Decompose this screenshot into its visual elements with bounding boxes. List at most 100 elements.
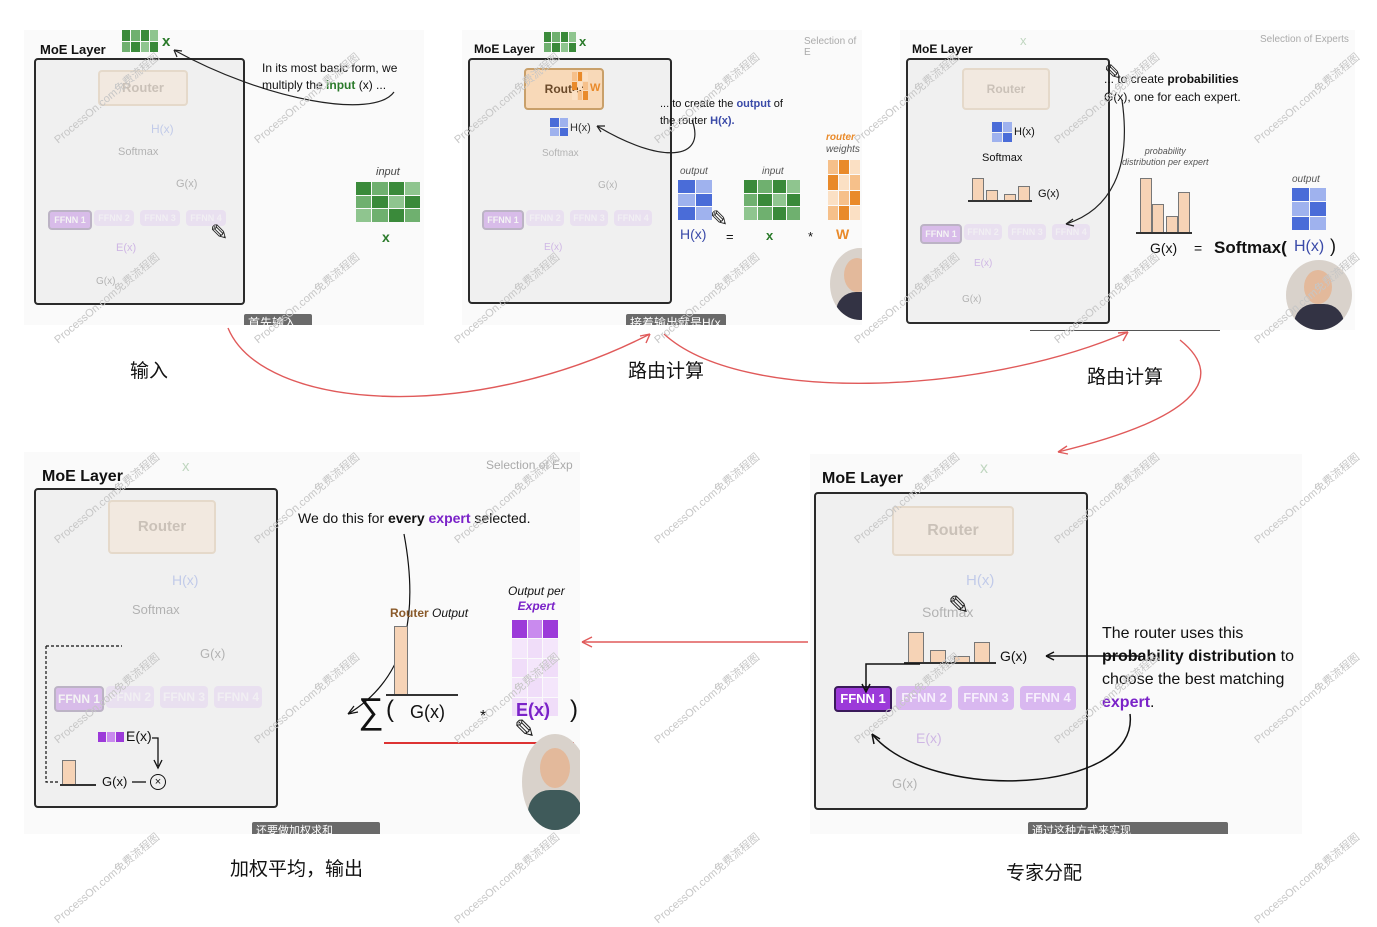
watermark: ProcessOn.com免费流程图	[652, 451, 763, 547]
gx-label-bottom: G(x)	[892, 776, 918, 791]
open-paren: (	[386, 696, 394, 723]
subtitle-tab: 还要做加权求和	[252, 822, 380, 834]
input-matrix-top	[544, 32, 576, 52]
caption-step5: 加权平均，输出	[230, 859, 364, 880]
ex-label: E(x)	[916, 730, 942, 746]
hx-label: H(x)	[1014, 126, 1035, 138]
watermark: ProcessOn.com免费流程图	[52, 831, 163, 927]
hx-matrix	[678, 180, 712, 220]
router-box: Router	[962, 68, 1050, 110]
selected-prob-baseline	[60, 784, 96, 786]
note-panel1: In its most basic form, we multiply the …	[262, 60, 397, 94]
note-line-1: The router uses this	[1102, 625, 1244, 642]
subtitle-tab: 首先输入	[244, 314, 312, 325]
note-line-2: the router H(x).	[660, 115, 735, 127]
note-panel4: The router uses this probability distrib…	[1102, 622, 1294, 714]
big-prob-bar-3	[1166, 216, 1178, 233]
red-underline	[384, 742, 574, 744]
softmax-label: Softmax	[132, 602, 180, 617]
panel-router-output: Selection of E x MoE Layer Router W H(x)…	[462, 30, 862, 325]
panel-weighted-sum: Selection of Exp MoE Layer x Router H(x)…	[24, 452, 580, 834]
router-box: Router	[524, 68, 604, 110]
ffnn-4: FFNN 4	[1020, 686, 1076, 710]
softmax-label: Softmax	[982, 152, 1023, 164]
hx-label: H(x)	[172, 572, 199, 588]
big-prob-baseline	[1136, 232, 1192, 234]
watermark: ProcessOn.com免费流程图	[452, 831, 563, 927]
pencil-icon: ✎	[210, 220, 229, 245]
note-line-2: probability distribution to	[1102, 648, 1295, 665]
big-prob-bar-2	[1152, 204, 1164, 233]
input-matrix	[356, 182, 420, 222]
panel-softmax: Selection of Experts MoE Layer x Router …	[900, 30, 1355, 330]
x-label-top: x	[980, 460, 988, 477]
prob-bar-3	[1004, 194, 1016, 201]
note-line-3: choose the best matching	[1102, 671, 1285, 688]
note-line-1: ... to create probabilities	[1104, 72, 1239, 86]
caption-step3: 路由计算	[1087, 367, 1164, 388]
output-label: output	[1292, 174, 1320, 185]
gx-label: G(x)	[1000, 648, 1028, 664]
big-prob-bar-4	[1178, 192, 1190, 233]
ffnn-3: FFNN 3	[570, 210, 608, 226]
router-box: Router	[98, 70, 188, 106]
input-x-label: x	[382, 229, 390, 245]
prob-bar-2	[930, 650, 946, 663]
gx-label-bottom: G(x)	[962, 294, 982, 305]
ffnn-1: FFNN 1	[920, 224, 962, 244]
w-eq-label: W	[836, 226, 850, 242]
ffnn-1: FFNN 1	[54, 686, 104, 712]
router-weights-label: router weights	[826, 132, 860, 155]
big-prob-bar-1	[1140, 178, 1152, 233]
hx-label: H(x)	[966, 572, 995, 589]
hx-eq-label: H(x)	[1294, 238, 1325, 255]
output-per-expert-label: Output per Expert	[508, 584, 565, 613]
ex-matrix-mini	[98, 732, 124, 742]
x-eq-label: x	[766, 228, 774, 243]
faded-top-content: Router	[908, 60, 1108, 110]
input-label: input	[376, 166, 400, 178]
note-line-2: multiply the input (x) ...	[262, 78, 387, 92]
moe-layer-title: MoE Layer	[42, 468, 123, 485]
prob-bar-2	[986, 190, 998, 201]
corner-label: Selection of E	[804, 36, 857, 58]
ffnn-4: FFNN 4	[614, 210, 652, 226]
moe-layer-title: MoE Layer	[912, 42, 973, 56]
ffnn-1: FFNN 1	[482, 210, 524, 230]
prob-bar-1	[972, 178, 984, 201]
caption-step1: 输入	[130, 361, 169, 382]
presenter-avatar	[1286, 260, 1352, 330]
hx-label: H(x)	[570, 122, 591, 134]
ffnn-2: FFNN 2	[106, 686, 154, 708]
gx-label-bottom: G(x)	[96, 276, 116, 287]
ffnn-3: FFNN 3	[140, 210, 180, 226]
input-matrix	[744, 180, 800, 220]
moe-layer-title: MoE Layer	[40, 42, 106, 57]
watermark: ProcessOn.com免费流程图	[652, 651, 763, 747]
gx-label-bottom: G(x)	[102, 774, 128, 789]
ffnn-2: FFNN 2	[964, 224, 1002, 240]
panel-input: x MoE Layer Router H(x) Softmax G(x) FFN…	[24, 30, 424, 325]
caption-step4: 专家分配	[1006, 863, 1083, 884]
prob-baseline	[968, 200, 1032, 202]
router-output-label: Router Output	[390, 606, 469, 620]
note-line-4: expert.	[1102, 694, 1155, 711]
faded-bottom-content: E(x) G(x)	[816, 494, 1086, 808]
watermark: ProcessOn.com免费流程图	[652, 831, 763, 927]
gx-label: G(x)	[176, 178, 198, 190]
sigma-symbol: ∑	[358, 690, 384, 731]
corner-label: Selection of Experts	[1260, 34, 1349, 45]
router-weights-mini	[572, 72, 588, 100]
ffnn-4: FFNN 4	[1052, 224, 1090, 240]
faded-moe-content: Router H(x) Softmax G(x) FFNN 1 FFNN 2 F…	[36, 490, 276, 806]
input-matrix-top	[122, 30, 158, 52]
close-paren: )	[1330, 236, 1336, 256]
x-label-top: x	[182, 458, 190, 475]
softmax-label: Softmax	[922, 604, 974, 620]
flow-lines	[45, 645, 163, 783]
prob-bar-1	[908, 632, 924, 663]
router-box: Router	[892, 506, 1014, 556]
softmax-eq-label: Softmax(	[1214, 238, 1287, 257]
faded-moe-content: FFNN 1 FFNN 2 FFNN 3 FFNN 4 E(x) G(x)	[908, 60, 1108, 322]
hx-matrix-mini	[992, 122, 1012, 142]
